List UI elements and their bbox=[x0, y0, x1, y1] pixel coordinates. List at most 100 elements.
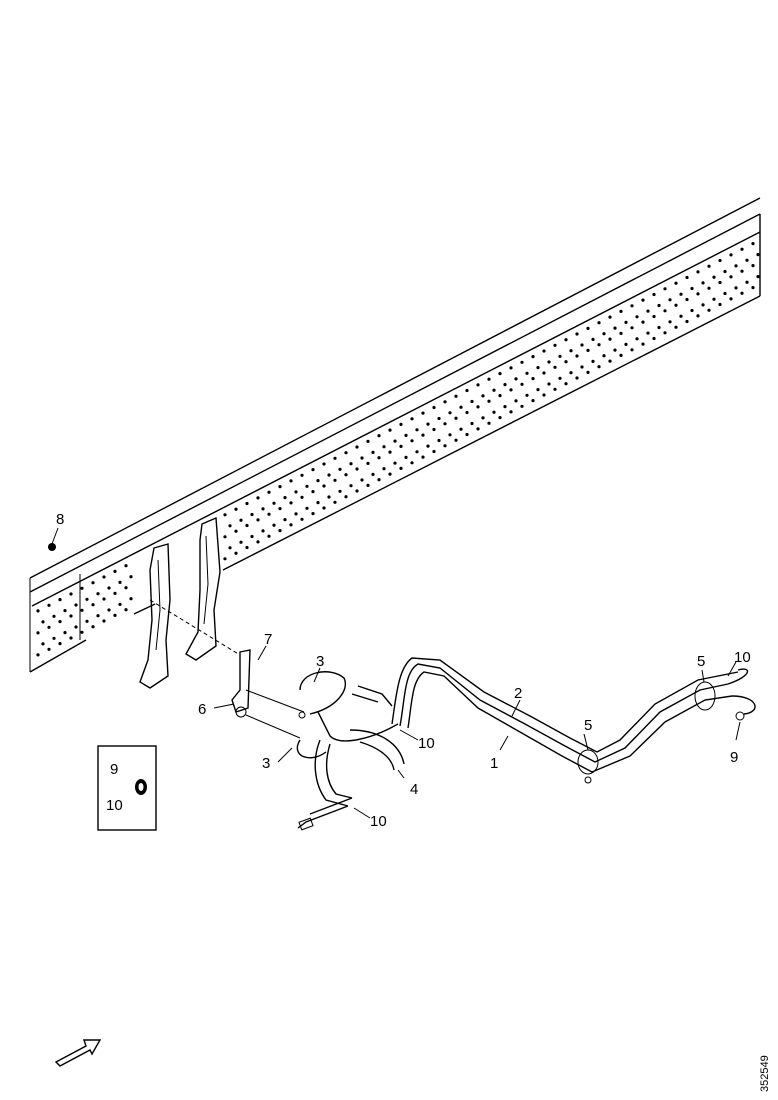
rail-hole bbox=[91, 603, 95, 607]
rail-hole bbox=[41, 642, 45, 646]
rail-hole bbox=[415, 450, 419, 454]
rail-hole bbox=[41, 620, 45, 624]
rail-hole bbox=[278, 507, 282, 511]
rail-hole bbox=[707, 264, 711, 268]
rail-hole bbox=[366, 483, 370, 487]
callout-10-center: 10 bbox=[418, 735, 435, 752]
rail-hole bbox=[311, 511, 315, 516]
rail-hole bbox=[531, 377, 535, 381]
callouts: 2 1 3 3 4 5 5 6 7 8 9 10 10 10 bbox=[48, 511, 751, 830]
rail-hole bbox=[228, 546, 232, 550]
rail-hole bbox=[333, 500, 337, 504]
rail-hole bbox=[360, 478, 364, 482]
rail-hole bbox=[635, 315, 639, 319]
rail-hole bbox=[663, 309, 667, 313]
callout-3-lower: 3 bbox=[262, 755, 270, 772]
rail-hole bbox=[223, 513, 227, 517]
rail-hole bbox=[349, 484, 353, 488]
rail-hole bbox=[465, 410, 469, 415]
rail-hole bbox=[366, 439, 370, 443]
pipe-assembly bbox=[296, 657, 756, 831]
rail-hole bbox=[569, 349, 573, 353]
rail-hole bbox=[47, 647, 51, 651]
rail-hole bbox=[234, 551, 238, 555]
rail-hole bbox=[476, 383, 480, 387]
rail-hole bbox=[432, 449, 436, 454]
rail-hole bbox=[492, 410, 496, 414]
rail-hole bbox=[723, 291, 727, 296]
rail-hole bbox=[338, 489, 342, 493]
rail-hole bbox=[586, 326, 590, 330]
cross-member-bracket-left bbox=[139, 543, 171, 689]
rail-hole bbox=[432, 427, 436, 432]
rail-hole bbox=[245, 523, 249, 528]
rail-hole bbox=[382, 445, 386, 449]
rail-hole bbox=[580, 343, 584, 347]
rail-hole bbox=[641, 320, 645, 324]
frame-rail bbox=[29, 197, 761, 673]
rail-hole bbox=[630, 304, 634, 308]
rail-hole bbox=[630, 326, 634, 330]
rail-hole bbox=[525, 371, 529, 375]
rail-hole bbox=[668, 298, 672, 302]
rail-hole bbox=[113, 569, 117, 574]
rail-hole bbox=[399, 422, 403, 426]
callout-7: 7 bbox=[264, 631, 272, 648]
rail-hole bbox=[432, 405, 436, 410]
rail-hole bbox=[459, 405, 463, 409]
callout-5-right: 5 bbox=[697, 653, 705, 670]
rail-hole bbox=[102, 597, 106, 601]
rail-hole bbox=[487, 421, 491, 425]
rail-hole bbox=[696, 270, 700, 274]
rail-hole bbox=[751, 264, 755, 268]
rail-hole bbox=[690, 308, 694, 313]
rail-hole bbox=[696, 314, 700, 318]
rail-hole bbox=[305, 484, 309, 488]
rail-hole bbox=[575, 332, 579, 336]
rail-hole bbox=[223, 557, 227, 561]
rail-hole bbox=[58, 642, 62, 646]
rail-hole bbox=[503, 405, 507, 409]
rail-hole bbox=[344, 473, 348, 477]
rail-hole bbox=[47, 603, 51, 607]
rail-hole bbox=[52, 614, 56, 618]
rail-hole bbox=[118, 602, 122, 607]
rail-hole bbox=[492, 388, 496, 392]
rail-hole bbox=[569, 371, 573, 375]
rail-hole bbox=[118, 580, 122, 585]
rail-hole bbox=[63, 631, 67, 635]
rail-hole bbox=[663, 287, 667, 291]
rail-hole bbox=[113, 613, 117, 618]
rail-hole bbox=[360, 456, 364, 460]
rail-hole bbox=[404, 433, 408, 437]
rail-hole bbox=[652, 292, 656, 297]
rail-hole bbox=[476, 427, 480, 431]
rail-hole bbox=[448, 411, 452, 415]
rail-hole bbox=[514, 377, 518, 381]
rail-hole bbox=[745, 258, 749, 262]
rail-hole bbox=[674, 281, 678, 285]
rail-hole bbox=[69, 614, 73, 618]
rail-hole bbox=[547, 360, 551, 364]
rail-hole bbox=[668, 320, 672, 324]
rail-hole bbox=[272, 501, 276, 505]
rail-hole bbox=[679, 292, 683, 296]
rail-hole bbox=[289, 479, 293, 483]
rail-hole bbox=[586, 370, 590, 374]
rail-hole bbox=[580, 365, 584, 369]
rail-hole bbox=[91, 581, 95, 585]
rail-hole bbox=[619, 353, 623, 357]
rail-hole bbox=[327, 495, 331, 499]
rail-hole bbox=[283, 518, 287, 522]
rail-hole bbox=[355, 467, 359, 471]
rail-hole bbox=[107, 586, 111, 590]
rail-hole bbox=[322, 462, 326, 466]
clip-icon bbox=[135, 779, 147, 795]
rail-hole bbox=[608, 315, 612, 319]
rail-hole bbox=[261, 529, 265, 533]
rail-hole bbox=[536, 388, 540, 392]
rail-hole bbox=[250, 512, 254, 517]
rail-hole bbox=[476, 405, 480, 409]
rail-hole bbox=[509, 410, 513, 414]
